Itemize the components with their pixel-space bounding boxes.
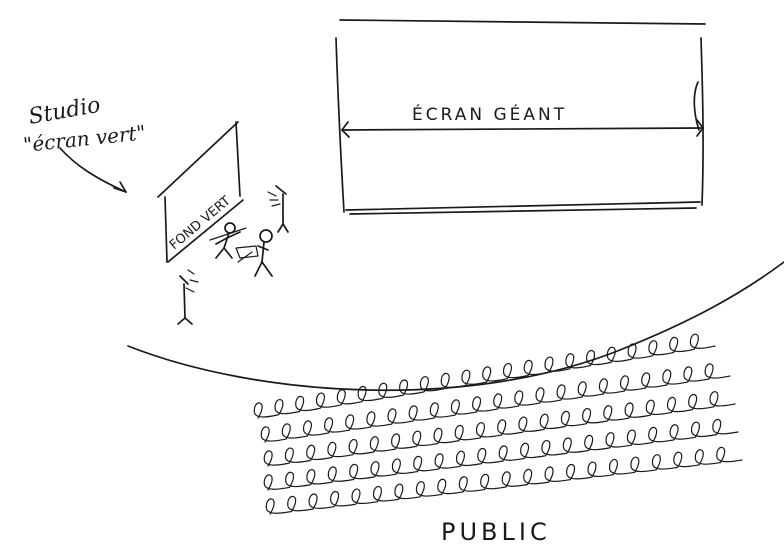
audience-row bbox=[260, 363, 731, 443]
stage-edge bbox=[127, 261, 784, 392]
screen-width-dimension bbox=[341, 119, 704, 138]
audience-row bbox=[263, 391, 736, 467]
audience-label: PUBLIC bbox=[441, 518, 551, 546]
audience-row bbox=[253, 333, 716, 419]
green-backdrop-label: FOND VERT bbox=[167, 194, 234, 254]
presenter-figure bbox=[209, 222, 247, 259]
audience-row bbox=[263, 419, 739, 491]
audience-crowd bbox=[253, 333, 743, 515]
camera-operator bbox=[235, 229, 273, 277]
giant-screen bbox=[335, 19, 706, 215]
studio-light-right bbox=[267, 185, 289, 233]
studio-light-left bbox=[177, 269, 199, 325]
screen-label: ÉCRAN GÉANT bbox=[412, 103, 567, 125]
green-backdrop bbox=[157, 121, 244, 263]
studio-label-line1: Studio bbox=[27, 93, 103, 130]
studio-arrow bbox=[59, 147, 127, 193]
audience-row bbox=[265, 446, 743, 515]
